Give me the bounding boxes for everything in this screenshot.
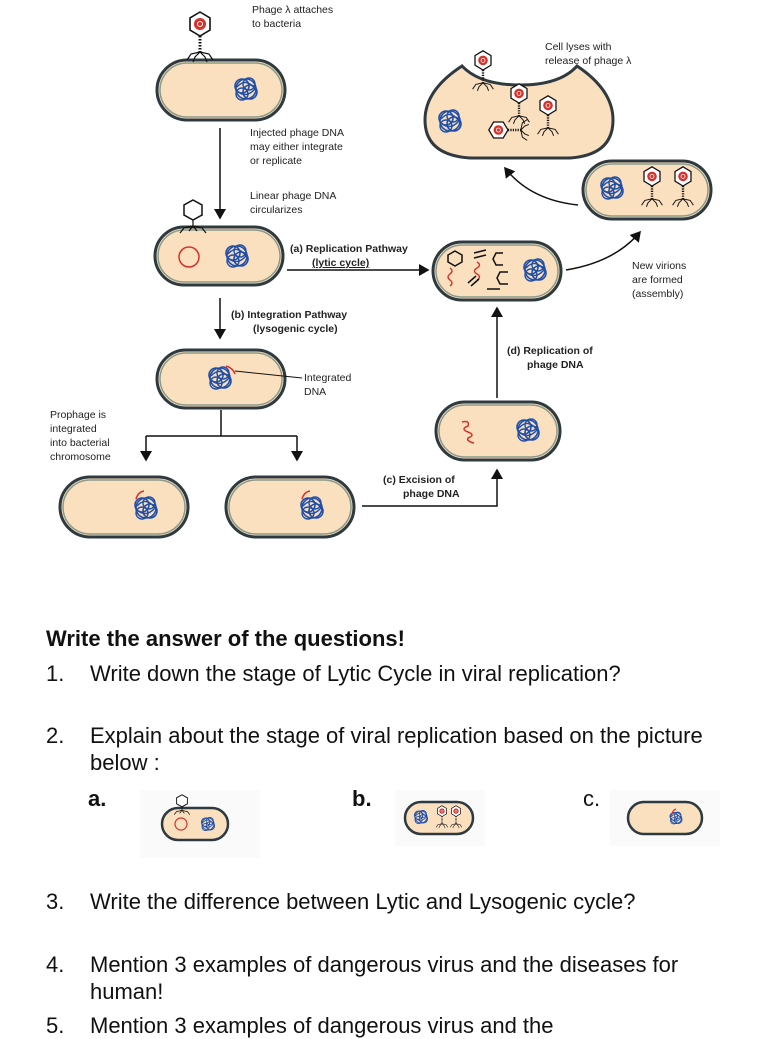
cell-attachment (155, 10, 287, 122)
sub-label-c: c. (583, 786, 601, 811)
cell-assembly (581, 159, 713, 221)
cell-daughter-left (58, 475, 190, 539)
label-circularizes: Linear phage DNA circularizes (250, 190, 337, 216)
thumbnail-a (140, 790, 260, 858)
question-1: 1. Write down the stage of Lytic Cycle i… (46, 661, 621, 686)
question-2: 2. Explain about the stage of viral repl… (46, 723, 703, 775)
cell-lytic-replication (431, 240, 563, 302)
label-lyses: Cell lyses with release of phage λ (545, 41, 632, 67)
label-injected: Injected phage DNA may either integrate … (250, 127, 344, 167)
label-replication-dna: (d) Replication of phage DNA (507, 345, 593, 371)
label-integrated-dna: Integrated DNA (304, 372, 352, 398)
question-4: 4. Mention 3 examples of dangerous virus… (46, 952, 679, 1004)
label-replication-pathway: (a) Replication Pathway (lytic cycle) (290, 243, 408, 269)
label-new-virions: New virions are formed (assembly) (632, 260, 687, 300)
questions-title: Write the answer of the questions! (46, 626, 405, 651)
thumbnail-c (610, 790, 720, 846)
cell-daughter-right (224, 475, 356, 539)
question-5: 5. Mention 3 examples of dangerous virus… (46, 1013, 554, 1038)
label-integration-pathway: (b) Integration Pathway (lysogenic cycle… (231, 309, 348, 335)
cell-excised (434, 400, 562, 462)
thumbnail-b (395, 790, 485, 846)
arrow-lysis (504, 166, 579, 206)
label-attach: Phage λ attaches to bacteria (252, 4, 334, 30)
phage-lambda-life-cycle-diagram (58, 10, 713, 539)
arrow-branch (140, 410, 303, 462)
arrow-assembly (565, 230, 641, 271)
question-3: 3. Write the difference between Lytic an… (46, 889, 636, 914)
sub-label-b: b. (352, 786, 372, 811)
arrow-excision (362, 468, 503, 507)
label-prophage: Prophage is integrated into bacterial ch… (50, 409, 111, 463)
label-excision: (c) Excision of phage DNA (383, 474, 460, 500)
cell-lysis (423, 49, 615, 160)
sub-label-a: a. (88, 786, 107, 811)
cell-integrated (155, 348, 303, 410)
cell-circularized-dna (153, 199, 285, 287)
